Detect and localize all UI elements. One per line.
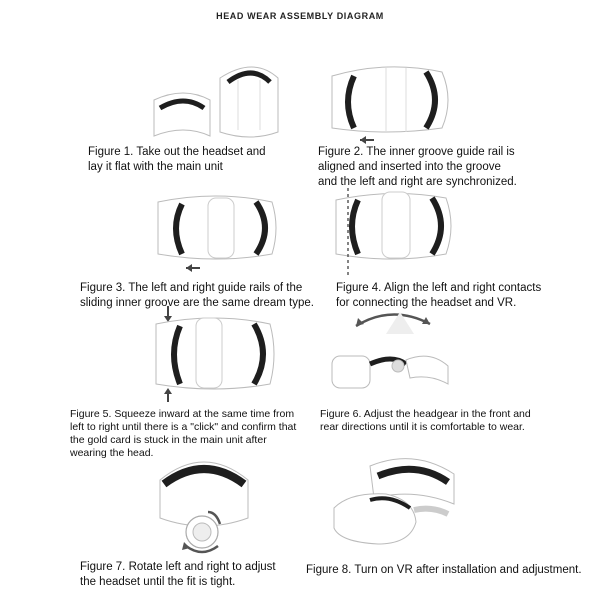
figure-1-illustration [150, 58, 290, 148]
figure-7-illustration [154, 450, 254, 560]
figure-6-illustration [326, 304, 462, 400]
figure-7-caption: Figure 7. Rotate left and right to adjus… [80, 561, 276, 588]
figure-8-illustration [330, 452, 460, 552]
diagram-title: HEAD WEAR ASSEMBLY DIAGRAM [216, 11, 384, 21]
figure-4-caption: Figure 4. Align the left and right conta… [336, 282, 542, 309]
figure-5-illustration [150, 306, 280, 402]
figure-6-caption: Figure 6. Adjust the headgear in the fro… [320, 408, 531, 433]
figure-3-illustration [152, 192, 282, 277]
figure-8-caption: Figure 8. Turn on VR after installation … [306, 564, 582, 576]
figure-2-caption: Figure 2. The inner groove guide rail is… [318, 146, 517, 188]
figure-2-illustration [326, 60, 456, 150]
figure-5-caption: Figure 5. Squeeze inward at the same tim… [70, 408, 297, 459]
figure-4-illustration [328, 188, 458, 278]
figure-3-caption: Figure 3. The left and right guide rails… [80, 282, 314, 309]
